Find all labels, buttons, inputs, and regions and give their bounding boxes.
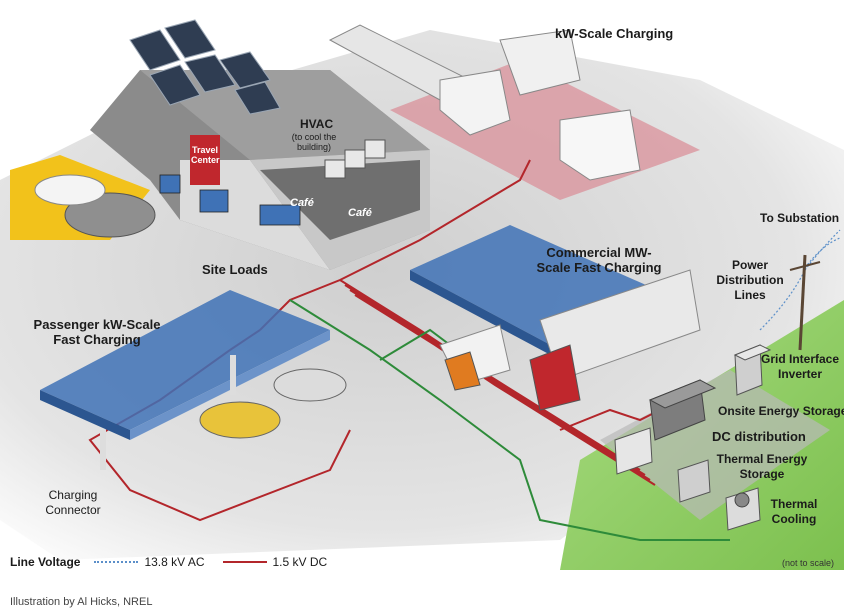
legend-dc-swatch	[222, 561, 267, 563]
power-distribution-label: Power Distribution Lines	[716, 258, 784, 302]
hvac-sub-label: (to cool the building)	[291, 132, 337, 152]
onsite-energy-storage	[648, 379, 717, 441]
travel-center-building	[90, 19, 430, 270]
hvac-label: HVAC	[300, 117, 334, 131]
legend-title: Line Voltage	[10, 555, 81, 569]
passenger-canopy	[40, 290, 330, 470]
hvac-units	[324, 139, 386, 179]
building-windows	[159, 174, 301, 226]
thermal-cooling-unit	[725, 487, 761, 531]
dc-distribution-label: DC distribution	[712, 429, 806, 444]
thermal-storage-label: Thermal Energy Storage	[716, 452, 808, 481]
passenger-cars	[34, 174, 347, 439]
solar-panels	[129, 19, 281, 115]
equipment-pad	[600, 370, 830, 520]
kw-trucks	[328, 24, 641, 181]
legend-ac-swatch	[94, 561, 139, 563]
thermal-cooling-label: Thermal Cooling	[770, 497, 818, 526]
to-substation-label: To Substation	[760, 211, 840, 225]
site-loads-label: Site Loads	[202, 262, 268, 277]
commercial-trucks	[439, 269, 701, 411]
kw-scale-charging-label: kW-Scale Charging	[555, 26, 674, 41]
cafe-label-left: Café	[290, 197, 314, 209]
legend-ac-label: 13.8 kV AC	[144, 555, 205, 569]
commercial-mw-label: Commercial MW-Scale Fast Charging	[536, 245, 662, 275]
legend-dc-label: 1.5 kV DC	[272, 555, 328, 569]
travel-center-label: Travel Center	[191, 145, 220, 165]
passenger-kw-label: Passenger kW-Scale Fast Charging	[33, 317, 161, 347]
not-to-scale-note: (not to scale)	[782, 558, 835, 568]
thermal-energy-storage-unit	[677, 459, 711, 503]
travel-center-sign	[190, 135, 220, 185]
grid-interface-label: Grid Interface Inverter	[760, 352, 840, 381]
charging-connector-label: Charging Connector	[45, 488, 101, 517]
line-voltage-legend: Line Voltage 13.8 kV AC 1.5 kV DC	[10, 550, 327, 574]
utility-pole	[789, 254, 821, 351]
dc-distribution-box	[614, 427, 653, 475]
illustration-credit: Illustration by Al Hicks, NREL	[10, 596, 153, 608]
cafe-label-right: Café	[348, 207, 372, 219]
onsite-storage-label: Onsite Energy Storage	[718, 404, 844, 418]
grid-interface-inverter	[733, 344, 772, 396]
